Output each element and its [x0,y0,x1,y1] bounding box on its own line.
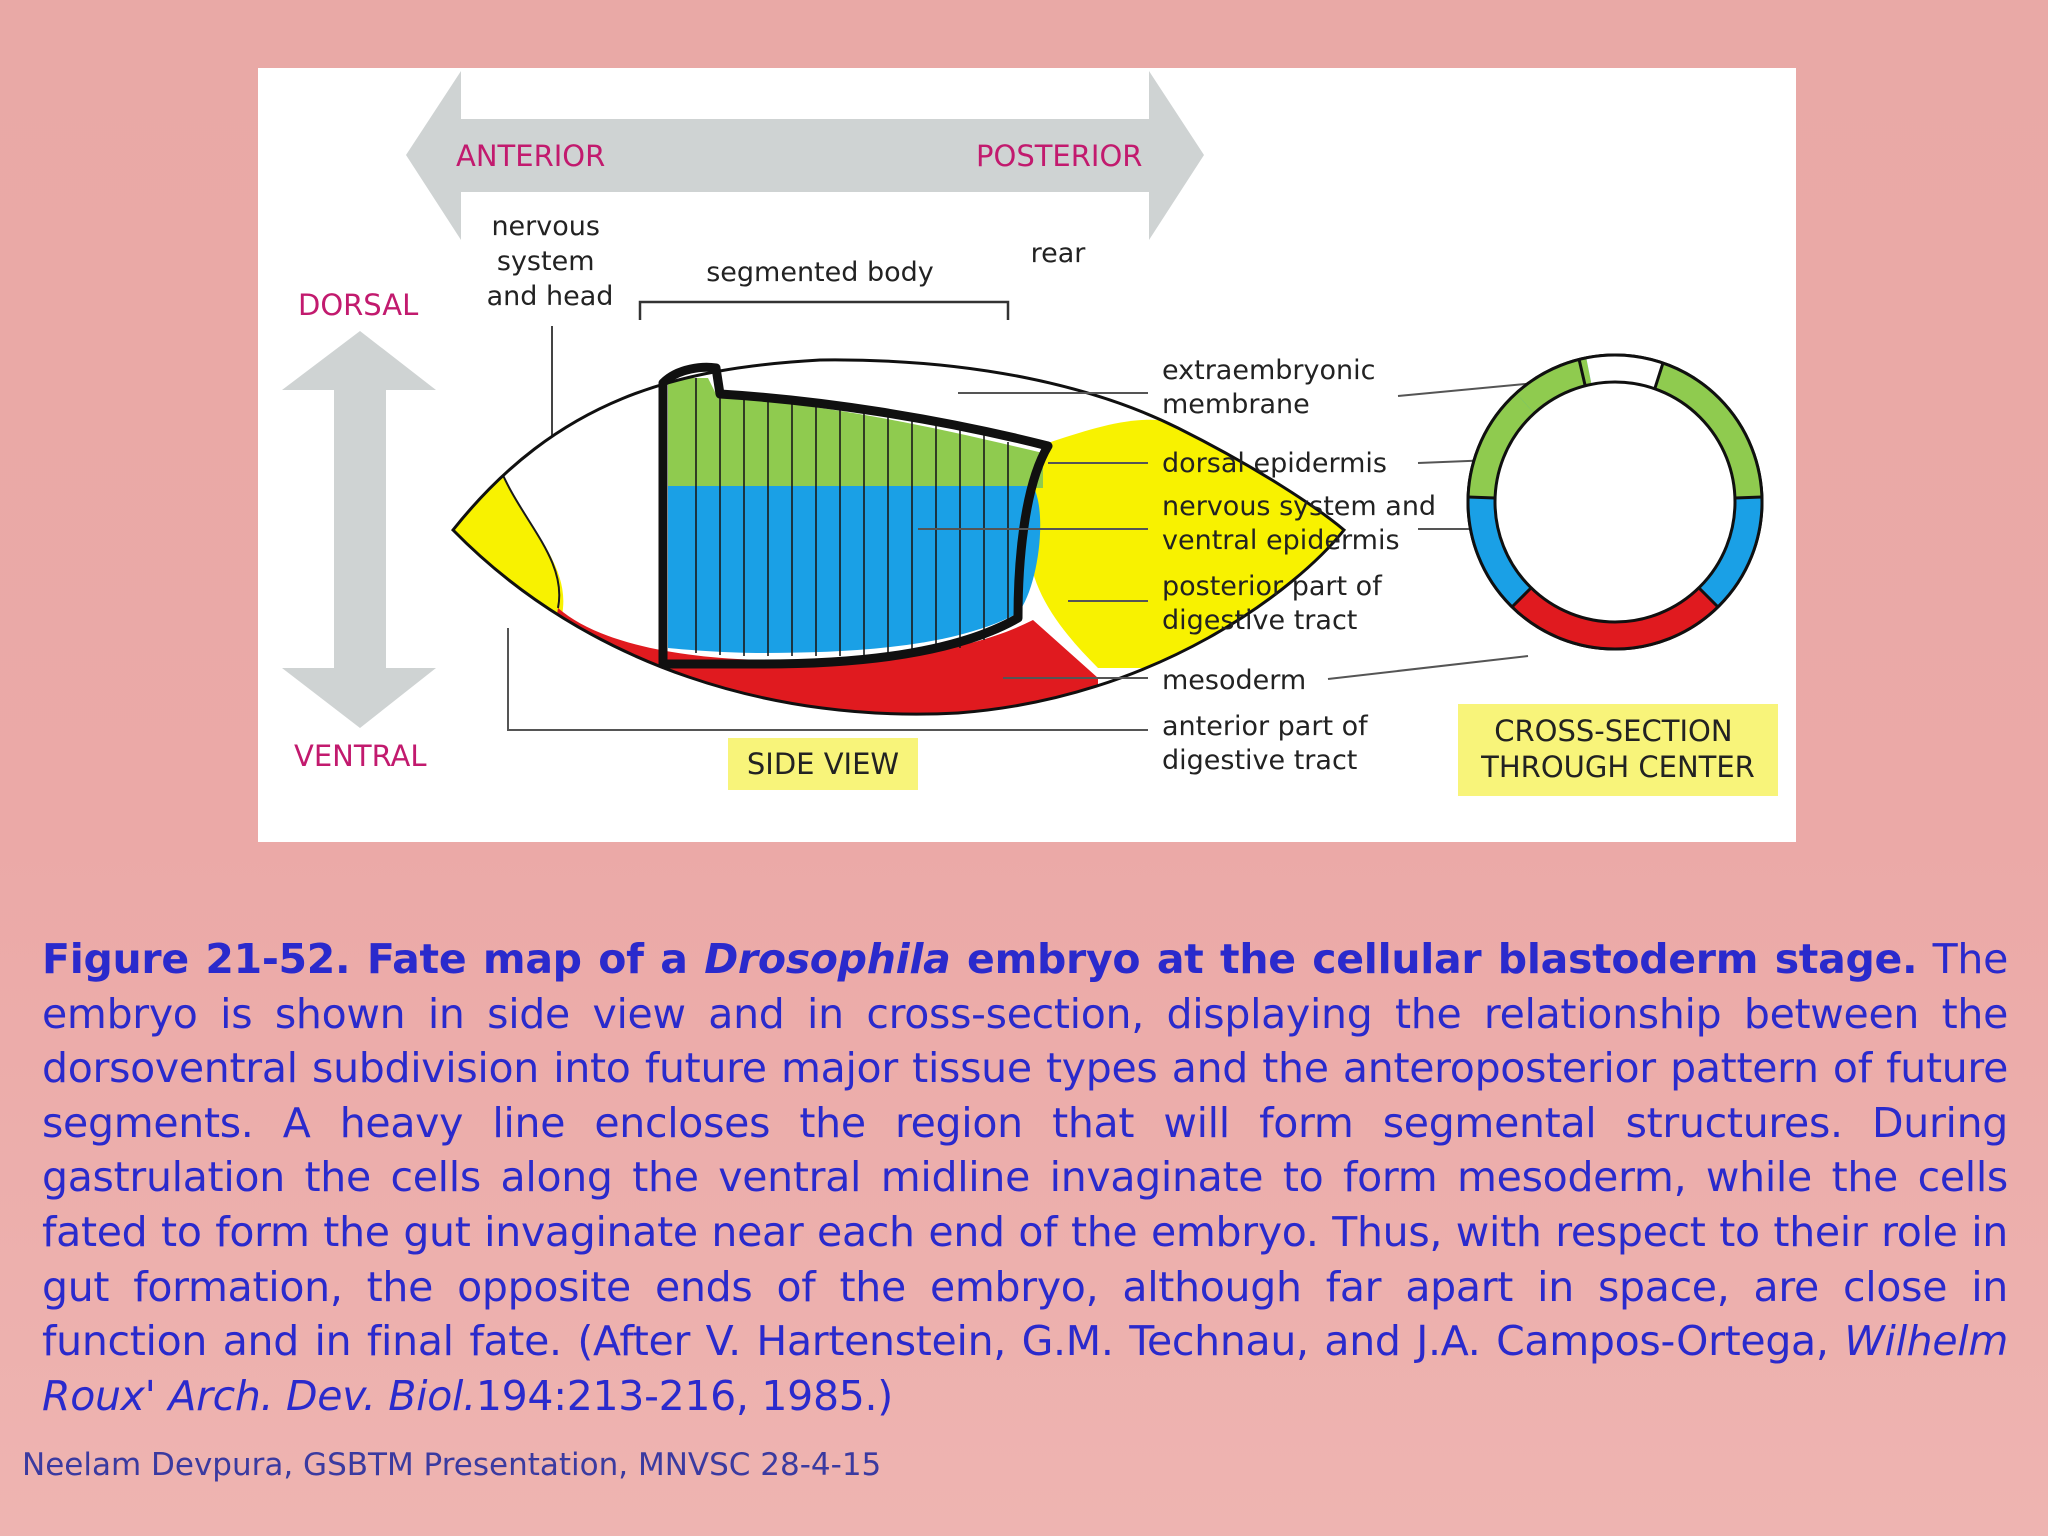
anterior-posterior-arrow [406,71,1204,240]
anterior-digestive-leader [507,628,1148,731]
caption-citation: 194:213-216, 1985.) [475,1371,893,1420]
dorsal-label: DORSAL [298,288,418,322]
posterior-label: POSTERIOR [976,139,1142,173]
caption-body: The embryo is shown in side view and in … [42,935,2008,1366]
dorsal-epidermis-region [668,378,1043,488]
caption-title-species: Drosophila [704,935,951,983]
figure-panel: ANTERIOR POSTERIOR DORSAL VENTRAL nervou… [258,68,1796,842]
anterior-digestive-label: anterior part of digestive tract [1162,711,1376,776]
anterior-label: ANTERIOR [456,139,605,173]
dorsal-epidermis-label: dorsal epidermis [1162,448,1387,479]
dorsal-ventral-arrow [282,331,436,728]
segmented-region-outline [658,362,1053,669]
fate-map-diagram: ANTERIOR POSTERIOR DORSAL VENTRAL nervou… [282,71,1778,796]
presentation-footer: Neelam Devpura, GSBTM Presentation, MNVS… [22,1447,882,1483]
nervous-system-head-label: nervous system and head [487,211,614,312]
cross-section-label: CROSS-SECTION THROUGH CENTER [1480,714,1755,784]
posterior-digestive-label: posterior part of digestive tract [1162,571,1390,636]
rear-label: rear [1031,238,1087,269]
nervous-ventral-region [668,486,1041,653]
segmented-body-bracket [638,300,1010,320]
nervous-ventral-label: nervous system and ventral epidermis [1162,491,1445,556]
caption-title-part-1: Figure 21-52. Fate map of a [42,935,705,983]
egg-outline [451,358,1347,716]
cross-section-ring [1466,353,1764,651]
extraembryonic-label: extraembryonic membrane [1162,355,1384,420]
side-view-label: SIDE VIEW [747,747,899,781]
ventral-label: VENTRAL [294,739,427,773]
caption-title-part-2: embryo at the cellular blastoderm stage. [950,935,1918,983]
side-view-box [728,738,918,790]
figure-caption: Figure 21-52. Fate map of a Drosophila e… [42,932,2008,1423]
caption-journal: Wilhelm Roux' Arch. Dev. Biol. [42,1317,2008,1420]
mesoderm-label: mesoderm [1162,665,1306,696]
segment-stripes [695,378,1009,656]
cross-section-box [1458,704,1778,796]
segmented-body-label: segmented body [706,257,934,288]
